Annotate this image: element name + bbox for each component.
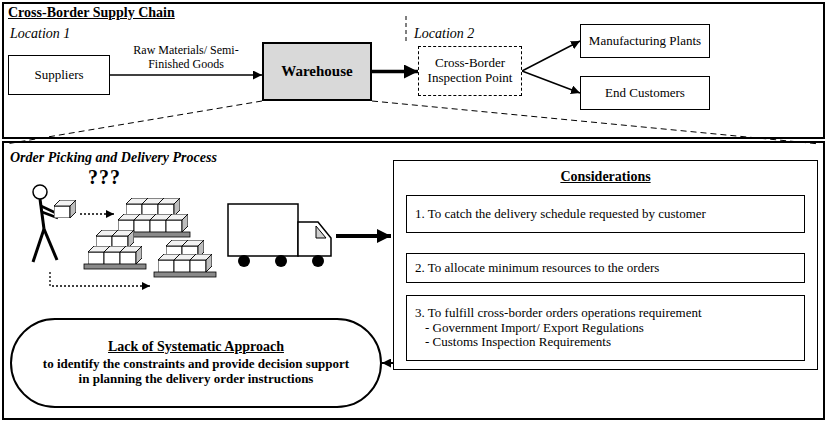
truck-trailer <box>228 204 298 256</box>
pallet <box>154 272 216 277</box>
question-marks: ??? <box>86 166 123 189</box>
truck <box>228 204 331 267</box>
node-text: Considerations <box>560 169 650 185</box>
crate <box>120 246 142 264</box>
node-text: 1. To catch the delivery schedule reques… <box>415 207 706 222</box>
node-text: End Customers <box>605 86 685 101</box>
pallet-stacks <box>84 198 216 277</box>
process-box: End Customers <box>580 76 710 110</box>
crate <box>158 198 180 216</box>
crate <box>166 214 188 232</box>
zoom-line <box>6 101 262 144</box>
truck-cab <box>298 222 331 256</box>
worker-head <box>33 185 47 199</box>
edge-label: Raw Materials/ Semi-Finished Goods <box>124 44 249 72</box>
truck-wheel <box>312 255 324 267</box>
truck-wheel <box>275 255 287 267</box>
section-label: Location 1 <box>8 26 72 42</box>
process-box: Manufacturing Plants <box>580 24 710 58</box>
node-text: Lack of Systematic Approach <box>108 339 284 355</box>
top-panel <box>3 3 824 138</box>
connector-arrow <box>522 41 580 71</box>
truck-wheel <box>238 255 250 267</box>
node-text: Warehouse <box>281 63 352 80</box>
section-label: Location 2 <box>412 26 476 42</box>
carried-box <box>54 200 76 218</box>
node-text: Manufacturing Plants <box>589 34 701 49</box>
consideration-box: 3. To fulfill cross-border orders operat… <box>406 295 805 361</box>
node-text: Cross-Border Inspection Point <box>425 56 515 86</box>
worker-leg <box>33 229 44 262</box>
connector-arrow <box>372 70 418 74</box>
inspection-box: Cross-Border Inspection Point <box>418 46 522 96</box>
connector-arrow <box>382 362 393 364</box>
considerations-panel: Considerations 1. To catch the delivery s… <box>393 160 818 370</box>
connector-arrow <box>522 71 580 93</box>
connector-arrow <box>110 74 262 76</box>
node-text: - Government Import/ Export Regulations <box>415 321 644 336</box>
worker-figure <box>33 185 76 262</box>
picking-path <box>80 213 114 214</box>
panel-title: Cross-Border Supply Chain <box>8 5 175 21</box>
picking-path <box>50 272 150 286</box>
node-text: 2. To allocate minimum resources to the … <box>415 261 659 276</box>
flow-arrow <box>336 234 391 238</box>
node-text: 3. To fulfill cross-border orders operat… <box>415 306 702 321</box>
node-text: Suppliers <box>34 68 83 83</box>
crate <box>112 230 134 248</box>
worker-leg <box>44 229 57 260</box>
consideration-box: 1. To catch the delivery schedule reques… <box>406 195 805 233</box>
problem-ellipse: Lack of Systematic Approach to identify t… <box>10 318 382 408</box>
section-label: Order Picking and Delivery Process <box>8 150 219 166</box>
consideration-box: 2. To allocate minimum resources to the … <box>406 253 805 283</box>
node-text: to identify the constraints and provide … <box>38 357 354 387</box>
crate <box>190 254 212 272</box>
truck-window <box>316 226 326 238</box>
location-divider <box>406 16 407 44</box>
worker-body <box>40 199 44 229</box>
warehouse-box: Warehouse <box>262 42 372 101</box>
process-box: Suppliers <box>8 55 110 95</box>
pallet <box>84 264 146 269</box>
bottom-panel <box>3 142 824 419</box>
node-text: - Customs Inspection Requirements <box>415 335 611 350</box>
